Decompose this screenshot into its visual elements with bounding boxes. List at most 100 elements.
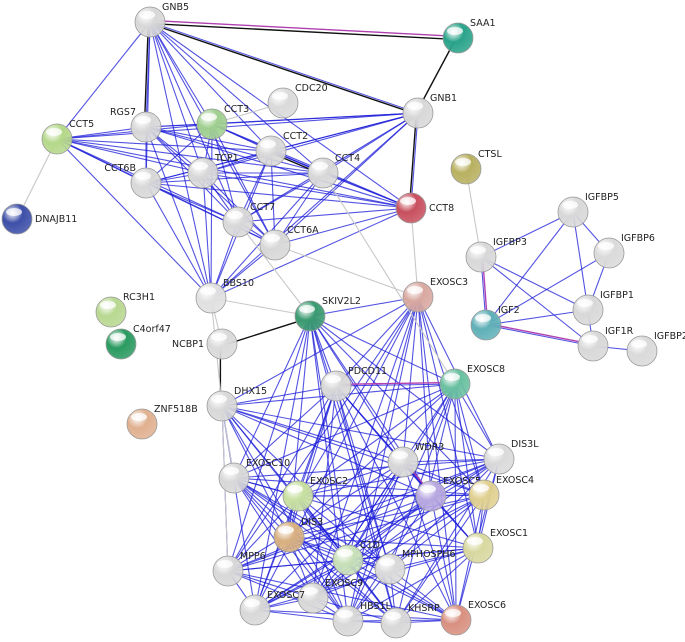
node-highlight [379, 558, 395, 566]
node-label: DIS3 [301, 517, 323, 528]
node-cct4[interactable]: CCT4 [307, 153, 360, 189]
node-label: HBS1L [360, 601, 392, 612]
node-igf2[interactable]: IGF2 [470, 305, 520, 341]
edge-gnb5-saa1 [150, 19, 459, 38]
edge-igf2-igfbp6 [485, 252, 610, 326]
node-c4orf47[interactable]: C4orf47 [105, 324, 171, 360]
node-label: IGF2 [498, 305, 520, 316]
edge-cct4-cct7 [237, 172, 324, 223]
edge-cct5-tcp1 [56, 138, 204, 174]
edge-dis3-khsrp [288, 536, 397, 624]
node-exosc3[interactable]: EXOSC3 [402, 277, 468, 313]
node-cct8[interactable]: CCT8 [395, 192, 454, 224]
node-label: BBS10 [223, 278, 254, 289]
node-znf518b[interactable]: ZNF518B [126, 404, 198, 440]
node-label: EXOSC8 [467, 364, 505, 375]
edge-igf2-igf1r [485, 324, 594, 347]
node-exosc10[interactable]: EXOSC10 [218, 458, 290, 494]
node-dis3[interactable]: DIS3 [273, 517, 323, 553]
node-exosc7[interactable]: EXOSC7 [239, 590, 305, 626]
edge-exosc5-mpp6 [227, 495, 432, 572]
node-label: CCT2 [283, 131, 308, 142]
node-pdcd11[interactable]: PDCD11 [320, 366, 387, 402]
node-highlight [192, 162, 208, 170]
edge-exosc3-exosc7 [254, 296, 419, 611]
node-rc3h1[interactable]: RC3H1 [95, 292, 155, 328]
node-highlight [211, 333, 227, 341]
node-highlight [325, 375, 341, 383]
node-cct3[interactable]: CCT3 [196, 104, 249, 140]
node-exosc8[interactable]: EXOSC8 [439, 364, 505, 400]
node-label: ZNF518B [154, 404, 198, 415]
node-tcp1[interactable]: TCP1 [187, 153, 239, 189]
node-rgs7[interactable]: RGS7 [110, 107, 162, 143]
edge-exosc8-exosc1 [454, 383, 479, 549]
edge-rgs7-cct4 [145, 126, 324, 174]
node-exosc6[interactable]: EXOSC6 [440, 600, 506, 636]
node-igfbp2[interactable]: IGFBP2 [626, 331, 685, 367]
node-label: IGFBP3 [493, 237, 527, 248]
edge-gnb5-cct2 [149, 21, 272, 152]
node-skiv2l2[interactable]: SKIV2L2 [294, 296, 361, 332]
node-dhx15[interactable]: DHX15 [206, 386, 267, 422]
node-igfbp3[interactable]: IGFBP3 [465, 237, 527, 273]
edge-cct4-cct8 [322, 172, 412, 209]
edge-cct7-skiv2l2 [237, 221, 311, 317]
edge-tcp1-bbs10 [202, 172, 212, 299]
edge-gnb1-cct3 [211, 112, 419, 125]
node-mphosph6[interactable]: MPHOSPH6 [374, 549, 456, 585]
node-highlight [475, 314, 491, 322]
node-highlight [400, 197, 416, 205]
node-exosc9[interactable]: EXOSC9 [297, 578, 363, 614]
node-label: WDR3 [415, 442, 444, 453]
node-bbs10[interactable]: BBS10 [195, 278, 254, 314]
node-highlight [467, 537, 483, 545]
node-label: IGFBP2 [654, 331, 685, 342]
node-hbs1l[interactable]: HBS1L [332, 601, 392, 637]
node-label: SAA1 [470, 18, 496, 29]
node-highlight [337, 549, 353, 557]
edge-gnb5-gnb1 [149, 22, 418, 116]
node-label: EXOSC5 [443, 476, 481, 487]
node-igfbp6[interactable]: IGFBP6 [593, 233, 655, 269]
node-dnajb11[interactable]: DNAJB11 [1, 203, 77, 235]
edge-mpp6-c1d [227, 559, 349, 572]
node-label: C4orf47 [133, 324, 171, 335]
node-cdc20[interactable]: CDC20 [267, 83, 328, 119]
node-dis3l[interactable]: DIS3L [483, 439, 539, 475]
node-highlight [131, 413, 147, 421]
node-ncbp1[interactable]: NCBP1 [172, 328, 238, 360]
node-cct5[interactable]: CCT5 [41, 119, 94, 155]
edge-cct3-cct6a [211, 123, 276, 246]
edge-igfbp5-igfbp1 [572, 211, 589, 311]
node-khsrp[interactable]: KHSRP [380, 603, 440, 639]
node-mpp6[interactable]: MPP6 [212, 551, 266, 587]
node-exosc4[interactable]: EXOSC4 [468, 475, 534, 511]
edge-exosc8-dis3 [288, 383, 456, 538]
node-label: SKIV2L2 [322, 296, 361, 307]
node-saa1[interactable]: SAA1 [442, 18, 496, 54]
node-ctsl[interactable]: CTSL [450, 149, 502, 185]
node-c1d[interactable]: C1D [332, 540, 380, 576]
node-igf1r[interactable]: IGF1R [577, 326, 634, 362]
node-exosc2[interactable]: EXOSC2 [282, 476, 348, 512]
node-highlight [392, 451, 408, 459]
edge-exosc10-exosc1 [233, 477, 479, 549]
node-highlight [473, 484, 489, 492]
node-cct6b[interactable]: CCT6B [104, 163, 162, 199]
node-igfbp5[interactable]: IGFBP5 [557, 192, 619, 228]
node-exosc1[interactable]: EXOSC1 [462, 528, 528, 564]
node-label: IGFBP6 [621, 233, 655, 244]
node-igfbp1[interactable]: IGFBP1 [572, 290, 634, 326]
node-cct7[interactable]: CCT7 [222, 202, 275, 238]
node-gnb1[interactable]: GNB1 [402, 93, 457, 129]
edge-gnb5-cct7 [149, 21, 239, 223]
node-gnb5[interactable]: GNB5 [134, 2, 189, 38]
node-exosc5[interactable]: EXOSC5 [415, 476, 481, 512]
node-cct2[interactable]: CCT2 [255, 131, 308, 167]
node-wdr3[interactable]: WDR3 [387, 442, 444, 478]
node-cct6a[interactable]: CCT6A [259, 225, 319, 261]
edge-dis3l-mphosph6 [389, 458, 500, 570]
edge-gnb1-cct8 [410, 112, 419, 209]
node-label: IGF1R [605, 326, 634, 337]
